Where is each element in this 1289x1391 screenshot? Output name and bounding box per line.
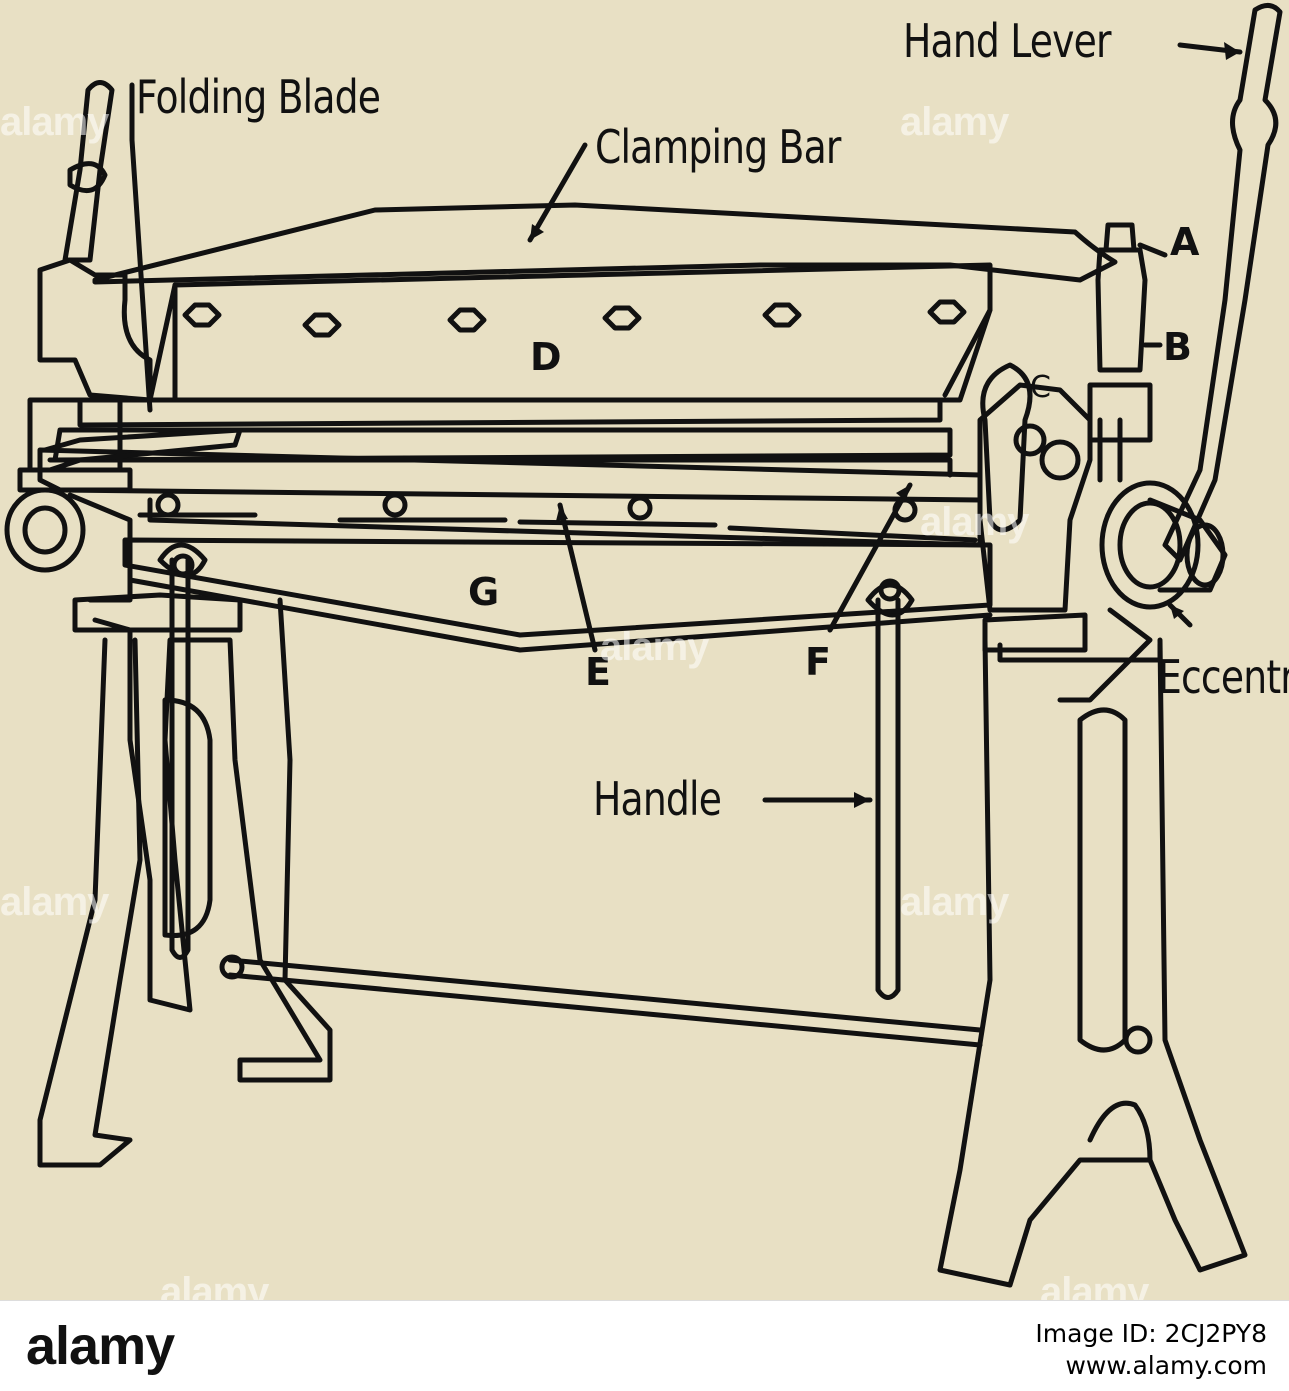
right-leg [937, 637, 1248, 1288]
folding-machine-illustration [4, 3, 1283, 1288]
label-handle: Handle [593, 772, 722, 826]
folding-blade-left [42, 427, 243, 473]
right-handle-rod [875, 597, 901, 1000]
bed-e [37, 447, 983, 503]
footer-bar: alamy Image ID: 2CJ2PY8 www.alamy.com [0, 1300, 1289, 1391]
left-hand-lever [62, 80, 115, 263]
leader-clamping-bar [527, 142, 588, 243]
plate-bolts [182, 299, 967, 338]
label-f: F [805, 640, 831, 684]
watermark-text: alamy [900, 880, 1009, 924]
watermark-text: alamy [900, 100, 1009, 144]
clamping-bar [92, 202, 1118, 285]
label-hand-lever: Hand Lever [903, 14, 1112, 68]
site-url[interactable]: www.alamy.com [1065, 1351, 1267, 1380]
left-leg [92, 597, 333, 1083]
label-e: E [585, 650, 611, 694]
watermark-text: alamy [1040, 1270, 1149, 1300]
watermark-text: alamy [600, 625, 709, 669]
beam-g [122, 537, 993, 638]
label-eccentric: Eccentri [1158, 650, 1289, 704]
label-g: G [468, 570, 499, 614]
leader-folding-blade [129, 82, 153, 413]
leader-a [1137, 242, 1168, 258]
left-handle-rod [169, 557, 191, 960]
label-c: C [1030, 370, 1051, 405]
label-a: A [1170, 220, 1199, 264]
alamy-logo[interactable]: alamy [26, 1316, 175, 1376]
watermark-text: alamy [160, 1270, 269, 1300]
tie-rod [227, 957, 983, 1048]
watermark-text: alamy [0, 880, 109, 924]
image-id: Image ID: 2CJ2PY8 [1035, 1319, 1267, 1348]
watermark-text: alamy [920, 500, 1029, 544]
diagram-area: Hand Lever Folding Blade Clamping Bar A … [0, 3, 1289, 1300]
leader-f [827, 482, 913, 633]
label-clamping-bar: Clamping Bar [595, 120, 841, 174]
right-end-assembly [977, 382, 1093, 613]
label-folding-blade: Folding Blade [136, 70, 381, 124]
plate-d [172, 262, 993, 403]
label-b: B [1163, 325, 1192, 369]
leader-e [557, 502, 598, 653]
left-end-assembly [37, 257, 153, 403]
right-hand-lever [1162, 3, 1283, 563]
label-d: D [530, 335, 562, 379]
eccentric-wheel [1099, 480, 1201, 610]
watermark-text: alamy [0, 100, 109, 144]
